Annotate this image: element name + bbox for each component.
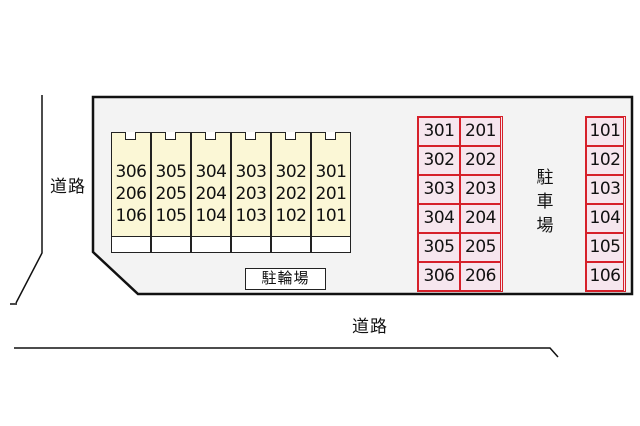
unit-number: 306 (115, 162, 147, 182)
balcony-strip (272, 236, 310, 252)
parking-space: 203 (460, 175, 501, 204)
balcony-strip (192, 236, 230, 252)
unit-number: 304 (195, 162, 227, 182)
unit-column: 306 206 106 (111, 131, 151, 253)
parking-space: 102 (586, 146, 624, 175)
unit-number: 303 (235, 162, 267, 182)
west-road-label: 道路 (50, 177, 86, 197)
west-road-edge (15, 95, 43, 304)
parking-grid-a: 301 201 302 202 303 203 304 204 305 205 … (417, 116, 503, 292)
parking-space: 304 (418, 204, 460, 233)
parking-space: 202 (460, 146, 501, 175)
parking-space: 206 (460, 262, 501, 291)
parking-space: 204 (460, 204, 501, 233)
unit-number: 204 (195, 184, 227, 204)
entrance-notch (325, 131, 336, 140)
unit-number: 203 (235, 184, 267, 204)
unit-number: 106 (115, 206, 147, 226)
parking-space: 302 (418, 146, 460, 175)
south-road-edge (14, 347, 559, 358)
parking-label-char: 駐 (536, 168, 554, 188)
parking-space: 303 (418, 175, 460, 204)
parking-space: 306 (418, 262, 460, 291)
parking-grid-b: 101 102 103 104 105 106 (585, 116, 626, 292)
entrance-notch (245, 131, 256, 140)
parking-space: 103 (586, 175, 624, 204)
unit-number: 202 (275, 184, 307, 204)
unit-number: 302 (275, 162, 307, 182)
parking-space: 201 (460, 117, 501, 146)
balcony-strip (112, 236, 150, 252)
parking-space: 104 (586, 204, 624, 233)
parking-label-char: 場 (536, 216, 554, 236)
balcony-strip (232, 236, 270, 252)
unit-column: 301 201 101 (311, 131, 351, 253)
unit-number: 305 (155, 162, 187, 182)
unit-number: 104 (195, 206, 227, 226)
parking-space: 205 (460, 233, 501, 262)
entrance-notch (125, 131, 136, 140)
unit-column: 302 202 102 (271, 131, 311, 253)
unit-number: 105 (155, 206, 187, 226)
parking-space: 105 (586, 233, 624, 262)
unit-column: 304 204 104 (191, 131, 231, 253)
unit-number: 205 (155, 184, 187, 204)
entrance-notch (205, 131, 216, 140)
bicycle-parking-label: 駐輪場 (245, 268, 326, 290)
unit-number: 101 (315, 206, 347, 226)
parking-space: 301 (418, 117, 460, 146)
parking-space: 106 (586, 262, 624, 291)
balcony-strip (152, 236, 190, 252)
unit-number: 201 (315, 184, 347, 204)
south-road-label: 道路 (352, 317, 388, 337)
entrance-notch (165, 131, 176, 140)
parking-lot-label: 駐 車 場 (533, 166, 557, 238)
unit-number: 102 (275, 206, 307, 226)
parking-space: 305 (418, 233, 460, 262)
parking-label-char: 車 (536, 192, 554, 212)
unit-number: 301 (315, 162, 347, 182)
entrance-notch (285, 131, 296, 140)
unit-column: 305 205 105 (151, 131, 191, 253)
unit-number: 103 (235, 206, 267, 226)
unit-number: 206 (115, 184, 147, 204)
unit-column: 303 203 103 (231, 131, 271, 253)
parking-space: 101 (586, 117, 624, 146)
balcony-strip (312, 236, 350, 252)
